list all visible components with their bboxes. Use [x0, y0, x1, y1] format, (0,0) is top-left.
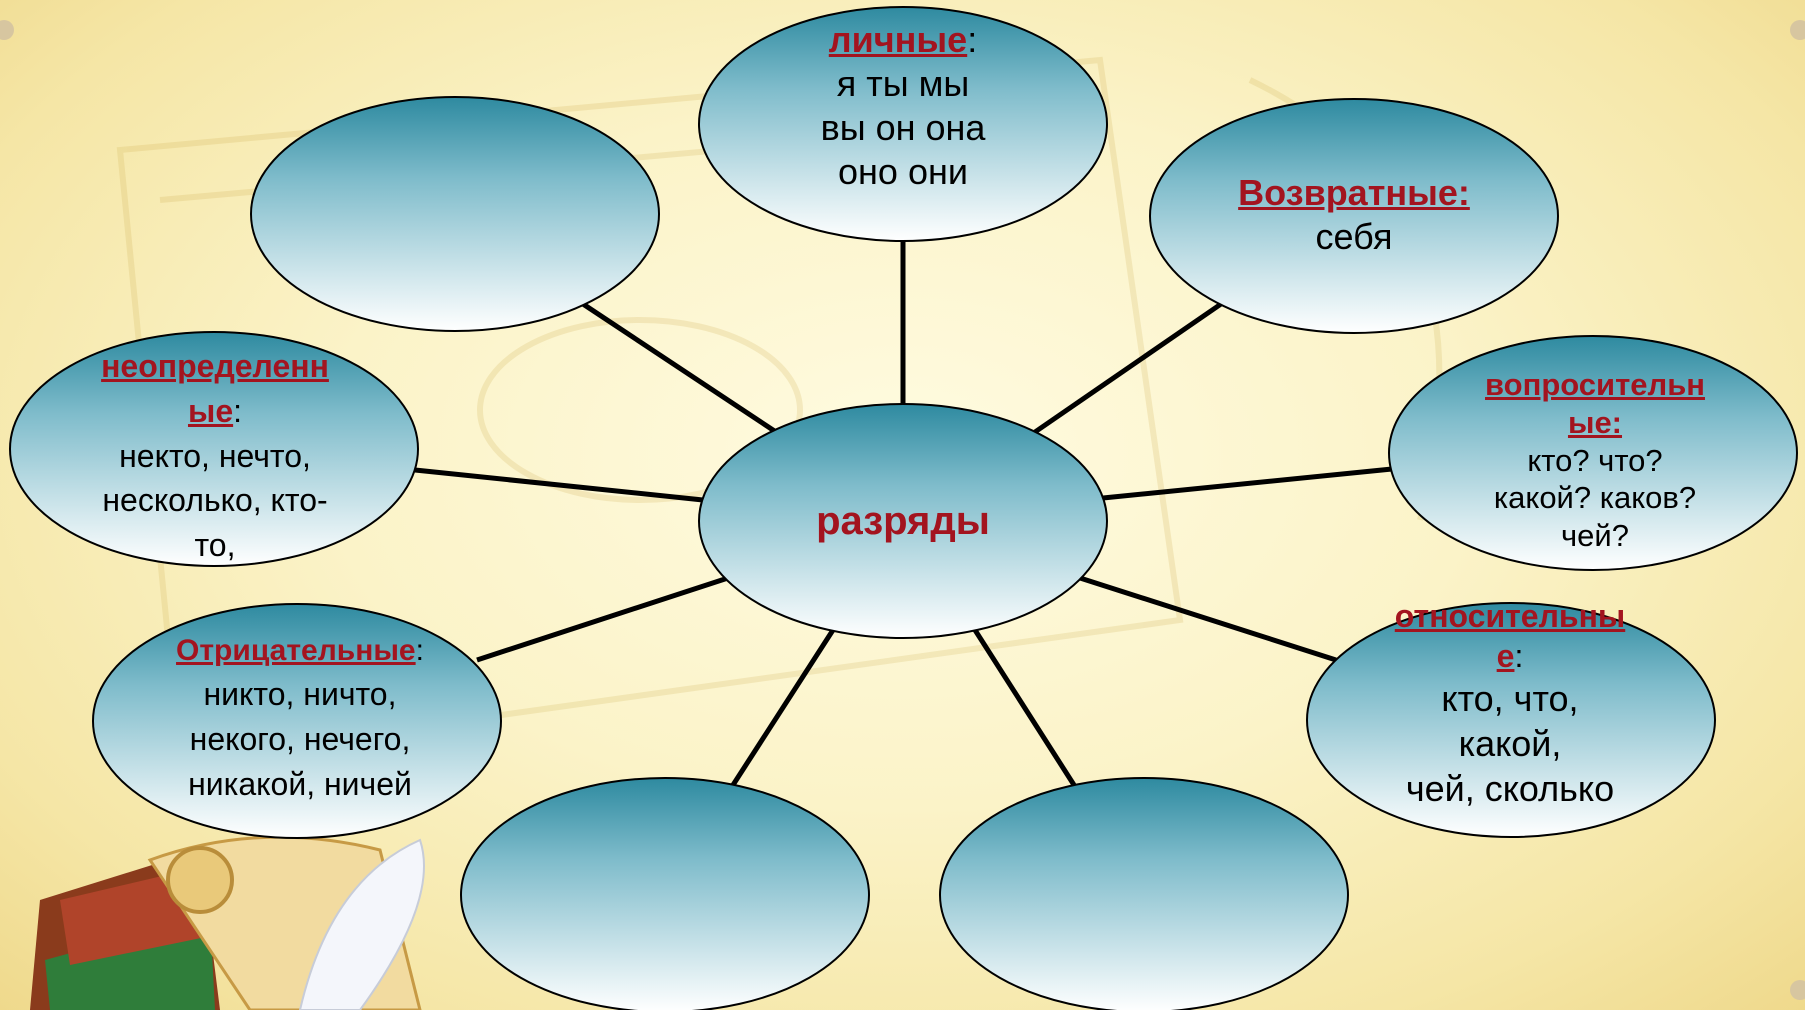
node-empty-bottom-left [460, 777, 870, 1010]
node-empty-top-left [250, 96, 660, 332]
otricatelnye-text: Отрицательные: никто, ничто, некого, неч… [130, 630, 470, 810]
lichnye-line-2: вы он она [820, 106, 986, 148]
otricatelnye-heading: Отрицательные [176, 634, 416, 667]
node-otnositelnye [1306, 602, 1716, 838]
neopredelennye-line-2: несколько, кто- [102, 482, 328, 519]
voprositelnye-heading-1: вопросительн [1485, 367, 1705, 402]
center-text: разряды [703, 411, 1103, 631]
voprositelnye-heading-2: ые: [1567, 404, 1623, 440]
otricatelnye-line-2: некого, нечего, [189, 720, 411, 757]
otnositelnye-line-2: какой, [1458, 723, 1562, 764]
lichnye-text: личные: я ты мы вы он она оно они [710, 18, 1096, 232]
node-center [698, 403, 1108, 639]
connector-lines [414, 238, 1393, 787]
node-voprositelnye [1388, 335, 1798, 571]
vozvratnye-text: Возвратные: себя [1160, 165, 1548, 265]
node-empty-bottom-right [939, 777, 1349, 1010]
node-otricatelnye [92, 603, 502, 839]
lichnye-line-1: я ты мы [836, 62, 970, 104]
otnositelnye-line-1: кто, что, [1441, 678, 1579, 719]
otnositelnye-heading-1: относительны [1394, 598, 1626, 634]
connector-line [1033, 301, 1223, 435]
center-label: разряды [816, 498, 990, 543]
lichnye-heading: личные [828, 19, 968, 60]
voprositelnye-line-1: кто? что? [1527, 442, 1663, 478]
neopredelennye-line-1: некто, нечто, [119, 437, 311, 474]
node-vozvratnye [1149, 98, 1559, 334]
otricatelnye-line-3: никакой, ничей [188, 765, 412, 802]
node-lichnye [698, 6, 1108, 242]
neopredelennye-heading-2: ые [187, 392, 234, 429]
otnositelnye-punct: : [1514, 638, 1524, 674]
lichnye-punct: : [967, 19, 978, 60]
otnositelnye-line-3: чей, сколько [1405, 768, 1615, 809]
voprositelnye-text: вопросительн ые: кто? что? какой? каков?… [1440, 366, 1750, 586]
vozvratnye-heading: Возвратные: [1238, 172, 1470, 214]
node-neopredelennye [9, 331, 419, 567]
vozvratnye-line-1: себя [1315, 216, 1393, 257]
neopredelennye-text: неопределенн ые: некто, нечто, несколько… [60, 344, 370, 564]
neopredelennye-heading-1: неопределенн [101, 348, 329, 384]
connector-line [1079, 575, 1337, 663]
connector-line [414, 467, 704, 503]
neopredelennye-punct: : [233, 392, 242, 429]
otnositelnye-text: относительны е: кто, что, какой, чей, ск… [1360, 596, 1660, 846]
voprositelnye-line-3: чей? [1561, 518, 1629, 554]
otnositelnye-heading-2: е [1496, 638, 1515, 674]
connector-line [730, 628, 836, 787]
otricatelnye-punct: : [415, 634, 424, 667]
connector-line [972, 628, 1077, 787]
connector-line [476, 575, 729, 663]
voprositelnye-line-2: какой? каков? [1493, 480, 1697, 516]
connector-line [581, 301, 778, 435]
otricatelnye-line-1: никто, ничто, [203, 676, 397, 712]
connector-line [1102, 466, 1393, 501]
lichnye-line-3: оно они [838, 150, 968, 192]
neopredelennye-line-3: то, [194, 527, 236, 564]
